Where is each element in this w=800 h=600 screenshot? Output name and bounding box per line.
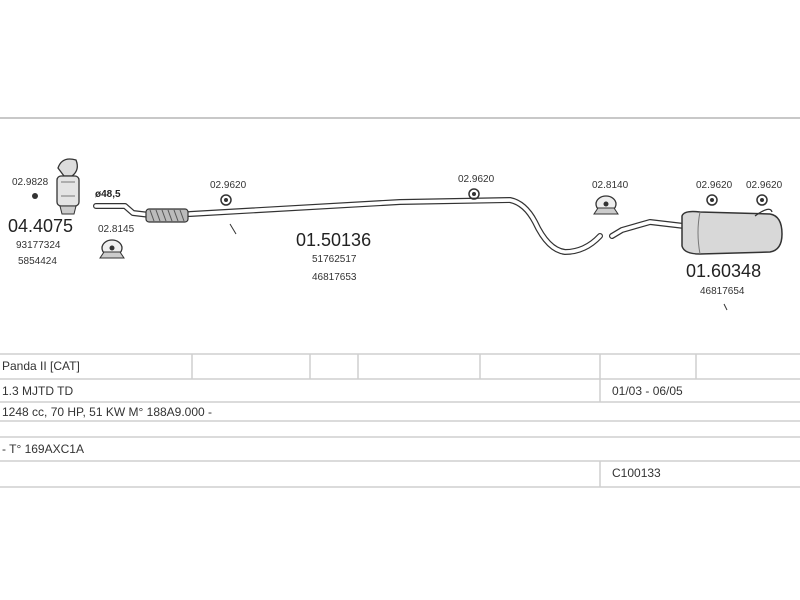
catalyst-ref-2: 5854424 xyxy=(18,256,57,267)
pipe-hanger-1-label: 02.9620 xyxy=(210,180,247,191)
silencer-hanger-2-icon[interactable] xyxy=(756,194,768,206)
vehicle-table-grid xyxy=(0,353,800,488)
rear-silencer-part[interactable] xyxy=(609,208,783,311)
model-cell: Panda II [CAT] xyxy=(2,359,80,373)
catalog-cell: C100133 xyxy=(612,466,661,480)
front-pipe-code: 01.50136 xyxy=(296,230,371,250)
catalyst-code: 04.4075 xyxy=(8,216,73,236)
silencer-hanger-1-label: 02.9620 xyxy=(696,180,733,191)
pipe-hanger-2-label: 02.9620 xyxy=(458,174,495,185)
catalyst-ref-1: 93177324 xyxy=(16,240,61,251)
silencer-hanger-2-label: 02.9620 xyxy=(746,180,783,191)
rear-silencer-ref-1: 46817654 xyxy=(700,286,745,297)
rear-clamp-label: 02.8140 xyxy=(592,180,629,191)
front-clamp-icon[interactable] xyxy=(99,239,125,259)
hanger-cat-label: 02.9828 xyxy=(12,177,49,188)
front-pipe-ref-2: 46817653 xyxy=(312,272,357,283)
silencer-hanger-1-icon[interactable] xyxy=(706,194,718,206)
pipe-hanger-1-icon[interactable] xyxy=(220,194,232,206)
front-clamp-label: 02.8145 xyxy=(98,224,135,235)
rear-silencer-code: 01.60348 xyxy=(686,261,761,281)
specs-cell: 1248 cc, 70 HP, 51 KW M° 188A9.000 - xyxy=(2,405,213,419)
hanger-cat-icon[interactable] xyxy=(32,193,38,199)
engine-cell: 1.3 MJTD TD xyxy=(2,384,74,398)
diameter-label: ø48,5 xyxy=(95,189,121,200)
years-cell: 01/03 - 06/05 xyxy=(612,384,683,398)
rear-clamp-icon[interactable] xyxy=(593,195,619,215)
pipe-hanger-2-icon[interactable] xyxy=(468,188,480,200)
front-pipe-part[interactable] xyxy=(93,197,603,255)
front-pipe-ref-1: 51762517 xyxy=(312,254,357,265)
catalyst-part[interactable] xyxy=(56,158,80,215)
type-cell: - T° 169AXC1A xyxy=(2,442,84,456)
